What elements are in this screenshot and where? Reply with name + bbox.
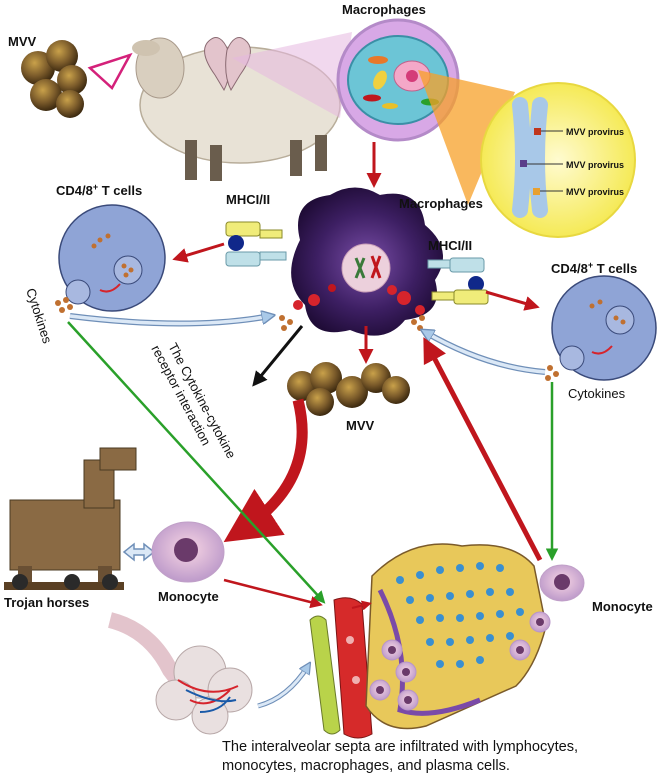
macrophage-central xyxy=(291,187,443,336)
t-cell-left xyxy=(58,204,166,312)
mvv-virus-cluster-mid xyxy=(287,362,410,416)
label-provirus-3: MVV provirus xyxy=(566,187,624,197)
arrow-vessel-to-septa xyxy=(351,600,372,611)
sheep-illustration xyxy=(132,37,341,181)
label-cytokines-right: Cytokines xyxy=(568,386,626,401)
blood-vessel xyxy=(309,597,373,739)
mhc-receptor-left xyxy=(225,221,287,267)
arrow-cytokine-right xyxy=(423,329,546,375)
provirus-chromosome-zoom xyxy=(480,82,636,238)
mvv-virus-cluster-top xyxy=(21,40,87,118)
double-arrow-horse-monocyte xyxy=(122,542,156,562)
label-provirus-2: MVV provirus xyxy=(566,160,624,170)
lung-alveoli-illustration xyxy=(107,612,253,735)
t-cell-right xyxy=(551,275,657,381)
arrow-monocyte-to-vessel xyxy=(223,578,323,609)
monocyte-right xyxy=(539,564,585,602)
label-monocyte-right: Monocyte xyxy=(592,599,653,614)
figure-caption: The interalveolar septa are infiltrated … xyxy=(222,738,667,776)
pointer-triangle xyxy=(87,52,133,90)
label-provirus-1: MVV provirus xyxy=(566,127,624,137)
arrow-macrophage-to-tcell-right xyxy=(485,290,540,311)
label-interaction: The Cytokine-cytokine receptor interacti… xyxy=(148,335,240,472)
monocyte-left xyxy=(151,521,225,583)
arrow-cytokine-interaction xyxy=(252,325,304,387)
cytokine-dots-macrophage xyxy=(279,315,425,331)
label-macrophages-mid: Macrophages xyxy=(399,196,483,211)
zoom-cone-sheep xyxy=(232,32,352,118)
label-cd48-right: CD4/8+ T cells xyxy=(551,260,637,276)
label-cytokines-left: Cytokines xyxy=(23,286,55,345)
arrow-macrophage-to-tcell-left xyxy=(172,242,225,263)
label-mhc-right: MHCI/II xyxy=(428,238,472,253)
cytokine-dots-right xyxy=(545,365,559,381)
label-macrophages-top: Macrophages xyxy=(342,2,426,17)
label-mvv-mid: MVV xyxy=(346,418,375,433)
label-cd48-left: CD4/8+ T cells xyxy=(56,182,142,198)
arrow-tissue-to-macrophage xyxy=(423,337,543,562)
arrow-lung-to-vessel xyxy=(257,664,311,709)
interalveolar-septa-tissue xyxy=(365,543,551,730)
arrow-mvv-to-monocyte xyxy=(223,398,308,543)
trojan-horse-illustration xyxy=(4,447,137,590)
label-monocyte-left: Monocyte xyxy=(158,589,219,604)
arrow-green-cytokine-to-vessel xyxy=(67,321,326,604)
label-mvv-top: MVV xyxy=(8,34,37,49)
label-trojan: Trojan horses xyxy=(4,595,89,610)
macrophage-cell-top xyxy=(336,18,460,142)
label-mhc-left: MHCI/II xyxy=(226,192,270,207)
mhc-receptor-right xyxy=(427,257,489,305)
caption-line-2: monocytes, macrophages, and plasma cells… xyxy=(222,758,510,774)
zoom-cone-nucleus xyxy=(418,70,515,205)
cytokine-dots-left xyxy=(55,297,73,313)
caption-line-1: The interalveolar septa are infiltrated … xyxy=(222,739,579,755)
